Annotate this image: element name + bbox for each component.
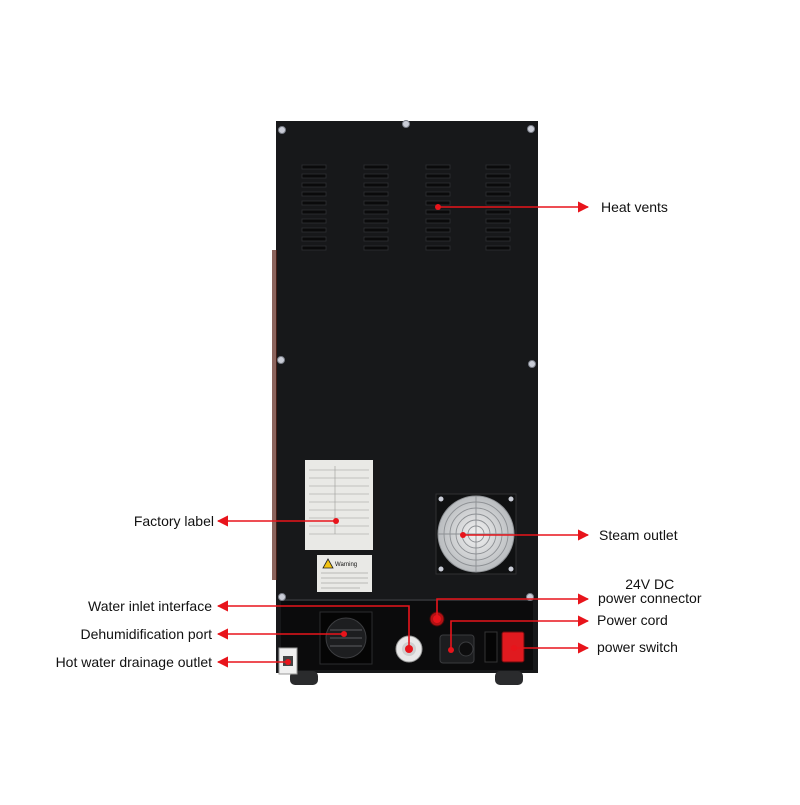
callout-dots: [285, 204, 517, 665]
factory-label-label: Factory label: [133, 513, 214, 529]
factory-label-sticker: Warning: [305, 460, 373, 592]
fuse-holder: [484, 631, 498, 663]
steam-outlet-label: Steam outlet: [599, 527, 678, 543]
callout-lines: [216, 201, 590, 668]
dc-connector-arrow: [436, 593, 590, 619]
heat-vents: [301, 164, 511, 251]
dehumidification-port: [319, 611, 373, 665]
warning-sticker-text: Warning: [335, 562, 357, 568]
heat-vents-label: Heat vents: [601, 199, 668, 215]
power-cord-label: Power cord: [597, 612, 668, 628]
power-switch-label: power switch: [597, 639, 678, 655]
power-cord-arrow: [450, 615, 590, 650]
dehumidification-port-label: Dehumidification port: [80, 626, 212, 642]
steam-outlet-fan: [435, 493, 517, 575]
dc-connector-label-line2: power connector: [598, 590, 702, 606]
dc-connector-label: 24V DC power connector: [598, 577, 702, 605]
water-inlet-arrow: [216, 600, 410, 649]
water-inlet-label: Water inlet interface: [88, 598, 212, 614]
dc-connector-label-line1: 24V DC: [625, 576, 675, 592]
hot-water-drain-label: Hot water drainage outlet: [55, 654, 212, 670]
power-cord-socket: [439, 634, 475, 664]
right-foot: [495, 671, 523, 685]
